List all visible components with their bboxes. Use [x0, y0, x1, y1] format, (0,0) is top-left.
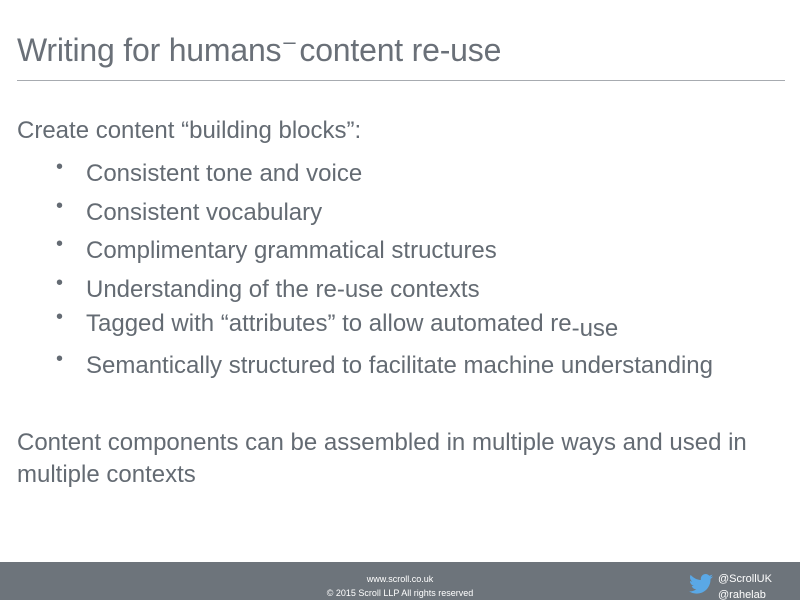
title-divider	[17, 80, 785, 81]
closing-text: Content components can be assembled in m…	[17, 429, 747, 488]
bullet-text: Semantically structured to facilitate ma…	[86, 352, 713, 379]
bullet-text: Consistent vocabulary	[86, 199, 323, 226]
bullet-text: Tagged with “attributes” to allow automa…	[86, 310, 618, 343]
social-handles: @ScrollUK @rahelab	[718, 571, 772, 603]
bullet-icon: •	[56, 156, 64, 178]
bullet-text: Complimentary grammatical structures	[86, 237, 497, 264]
bullet-icon: •	[56, 272, 64, 294]
footer-website: www.scroll.co.uk	[366, 574, 434, 584]
twitter-bird-icon	[689, 574, 713, 594]
handle-scrolluk[interactable]: @ScrollUK	[718, 573, 772, 585]
handle-rahelab[interactable]: @rahelab	[718, 589, 766, 601]
bullet-icon: •	[56, 233, 64, 255]
footer-copyright: © 2015 Scroll LLP All rights reserved	[326, 588, 474, 598]
intro-text: Create content “building blocks”:	[17, 117, 362, 144]
bullet-icon: •	[56, 306, 64, 328]
bullet-icon: •	[56, 195, 64, 217]
title-part-1: Writing for humans	[17, 32, 282, 68]
title-part-2: content re-use	[299, 32, 502, 68]
footer-center: www.scroll.co.uk © 2015 Scroll LLP All r…	[250, 572, 550, 600]
title-dash: –	[283, 29, 296, 54]
footer-bar: www.scroll.co.uk © 2015 Scroll LLP All r…	[0, 562, 800, 603]
bullet-text-main: Tagged with “attributes” to allow automa…	[86, 310, 572, 337]
bullet-icon: •	[56, 348, 64, 370]
bullet-text: Understanding of the re-use contexts	[86, 276, 480, 303]
bullet-text: Consistent tone and voice	[86, 160, 363, 187]
bullet-text-suffix: -use	[571, 315, 619, 342]
slide-title: Writing for humans–content re-use	[17, 29, 501, 69]
